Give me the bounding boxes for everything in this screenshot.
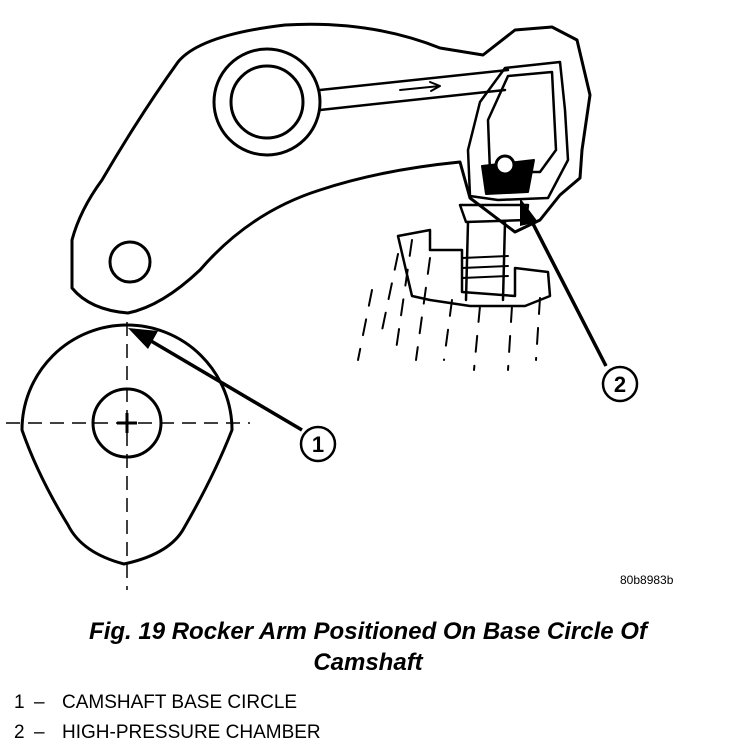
legend-dash: – bbox=[34, 692, 45, 713]
lash-adjuster-plunger bbox=[486, 70, 558, 174]
valve-stem bbox=[464, 220, 507, 302]
oil-passage bbox=[318, 68, 510, 112]
legend-number: 2 bbox=[14, 722, 25, 743]
high-pressure-chamber bbox=[481, 159, 535, 195]
lash-adjuster-housing bbox=[466, 60, 570, 202]
legend: 1–CAMSHAFT BASE CIRCLE 2–HIGH-PRESSURE C… bbox=[14, 688, 321, 748]
check-ball bbox=[494, 154, 516, 176]
rocker-arm-diagram: 1 2 bbox=[6, 22, 639, 590]
callout-1-circle bbox=[299, 425, 337, 463]
camshaft-lobe bbox=[20, 323, 234, 566]
cam-center-mark bbox=[117, 413, 137, 433]
rocker-arm bbox=[70, 22, 592, 315]
callout-1-number: 1 bbox=[312, 432, 324, 457]
legend-item: 1–CAMSHAFT BASE CIRCLE bbox=[14, 688, 321, 718]
rocker-shaft bbox=[229, 64, 305, 140]
legend-text: CAMSHAFT BASE CIRCLE bbox=[62, 692, 298, 713]
legend-number: 1 bbox=[14, 692, 25, 713]
valve-spring bbox=[357, 239, 541, 371]
callout-2-arrowhead bbox=[520, 198, 538, 226]
callout-2-leader bbox=[526, 213, 608, 367]
callout-1-arrowhead bbox=[128, 328, 158, 349]
valve-keepers bbox=[461, 255, 509, 279]
legend-text: HIGH-PRESSURE CHAMBER bbox=[62, 722, 321, 743]
legend-dash: – bbox=[34, 722, 45, 743]
rocker-pivot-hole bbox=[108, 240, 152, 284]
valve-spring-retainer bbox=[396, 228, 552, 308]
figure-code: 80b8983b bbox=[620, 573, 674, 587]
caption-line-2: Camshaft bbox=[313, 649, 423, 676]
lash-adjuster-foot bbox=[458, 203, 530, 224]
oil-flow-arrow bbox=[399, 81, 441, 92]
legend-item: 2–HIGH-PRESSURE CHAMBER bbox=[14, 718, 321, 748]
callout-2-number: 2 bbox=[614, 372, 626, 397]
callout-1-leader bbox=[145, 336, 303, 432]
figure-caption: Fig. 19 Rocker Arm Positioned On Base Ci… bbox=[0, 616, 736, 678]
callout-2: 2 bbox=[520, 198, 639, 403]
rocker-shaft-bore bbox=[212, 47, 322, 157]
callout-2-circle bbox=[601, 365, 639, 403]
caption-line-1: Fig. 19 Rocker Arm Positioned On Base Ci… bbox=[89, 618, 647, 645]
callout-1: 1 bbox=[128, 328, 337, 463]
